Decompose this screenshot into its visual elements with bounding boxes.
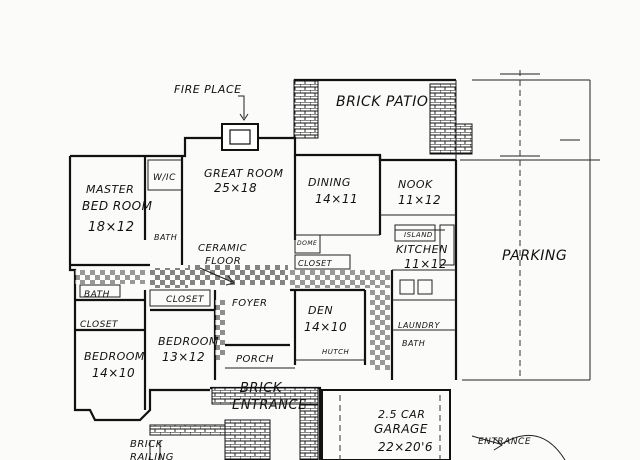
brick-entrance <box>149 387 319 460</box>
label-bath-left: BATH <box>84 290 110 300</box>
label-garage: GARAGE <box>374 422 428 436</box>
label-floor: FLOOR <box>205 256 241 267</box>
label-great-room: GREAT ROOM <box>204 167 284 180</box>
label-fireplace: FIRE PLACE <box>174 83 242 96</box>
label-closet-dining: CLOSET <box>298 259 333 268</box>
brick-patio-area <box>293 78 473 155</box>
label-foyer: FOYER <box>232 298 268 309</box>
label-brick-railing-1: BRICK <box>130 439 164 450</box>
label-closet-left: CLOSET <box>80 320 119 330</box>
room-labels: FIRE PLACE BRICK PATIO MASTER BED ROOM 1… <box>80 83 567 460</box>
label-dining: DINING <box>308 176 351 189</box>
label-brick-entrance-2: ENTRANCE <box>232 398 307 413</box>
interior-walls <box>70 155 456 460</box>
label-garage-size: 22×20'6 <box>378 440 433 454</box>
label-brick-entrance-1: BRICK <box>240 381 283 396</box>
label-ceramic: CERAMIC <box>198 243 247 254</box>
label-master-size: 18×12 <box>88 220 134 235</box>
label-closet-mid: CLOSET <box>166 295 205 305</box>
label-bedroom-mid-size: 13×12 <box>162 350 205 364</box>
fireplace <box>221 95 259 151</box>
label-porch: PORCH <box>236 354 274 365</box>
label-garage-cars: 2.5 CAR <box>378 408 425 421</box>
label-bath-laundry: BATH <box>402 339 425 348</box>
ceramic-floor-tiles <box>75 265 390 370</box>
label-dining-size: 14×11 <box>315 192 358 206</box>
label-kitchen: KITCHEN <box>396 243 448 256</box>
label-bedroom-left-size: 14×10 <box>92 366 135 380</box>
label-den: DEN <box>308 304 333 317</box>
label-brick-patio: BRICK PATIO <box>336 94 428 110</box>
label-wic: W/IC <box>153 173 176 183</box>
label-bedroom-mid: BEDROOM <box>158 335 219 348</box>
label-master: MASTER <box>86 183 134 196</box>
annotation-arrows <box>199 267 566 460</box>
label-laundry: LAUNDRY <box>398 321 440 330</box>
label-hutch: HUTCH <box>322 348 350 356</box>
label-bath-master: BATH <box>154 233 177 242</box>
label-master-bedroom: BED ROOM <box>82 199 153 213</box>
label-brick-railing-2: RAILING <box>130 452 174 460</box>
label-den-size: 14×10 <box>304 320 347 334</box>
label-kitchen-size: 11×12 <box>404 257 447 271</box>
label-nook-size: 11×12 <box>398 193 441 207</box>
label-dome: DOME <box>297 240 317 247</box>
parking-lines <box>455 70 600 381</box>
label-great-room-size: 25×18 <box>214 181 257 195</box>
label-island: ISLAND <box>404 231 433 239</box>
label-nook: NOOK <box>398 178 433 191</box>
label-parking: PARKING <box>502 248 567 264</box>
label-garage-entrance: ENTRANCE <box>478 437 531 447</box>
label-bedroom-left: BEDROOM <box>84 350 145 363</box>
